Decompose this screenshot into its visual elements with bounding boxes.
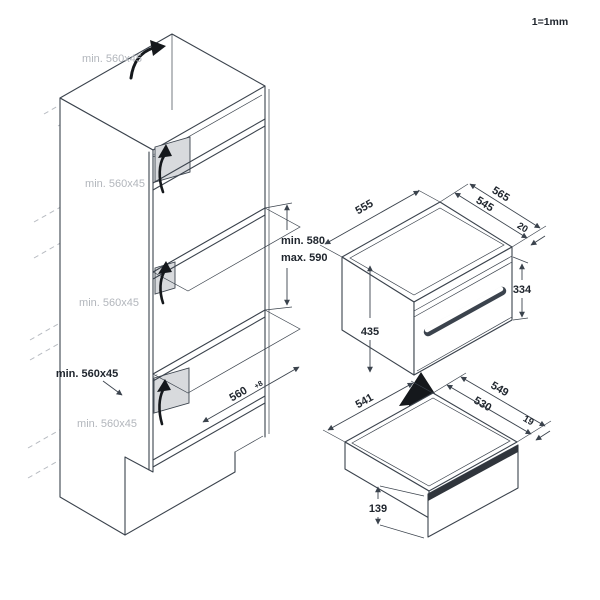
niche-width-dimension: 560 +8 bbox=[202, 366, 300, 423]
oven-frame-depth-label: 20 bbox=[515, 220, 530, 235]
oven-height-label: 435 bbox=[361, 326, 379, 338]
vent-arrowhead-middle-icon bbox=[158, 261, 172, 274]
drawer-depth-label: 541 bbox=[354, 392, 376, 411]
measuring-plane-oven-niche bbox=[152, 207, 301, 292]
oven-handle-highlight bbox=[424, 286, 504, 333]
measuring-plane-drawer-niche bbox=[152, 309, 301, 394]
oven-control-band-line1 bbox=[413, 255, 513, 312]
cabinet-diagram: min. 560x45 min. 560x45 min. 560x45 min.… bbox=[27, 33, 327, 536]
cabinet-side-panel bbox=[59, 97, 154, 536]
oven-control-band-line2 bbox=[413, 261, 513, 318]
niche-height-dimension: min. 580 max. 590 bbox=[264, 202, 327, 311]
drawer-front-height-dimension: 139 bbox=[369, 485, 425, 539]
airflow-arrows bbox=[129, 40, 172, 426]
oven-door-height-label: 334 bbox=[513, 284, 532, 296]
vent-channel-label-dark: min. 560x45 bbox=[56, 368, 118, 380]
drawer-frame-depth-label: 19 bbox=[521, 413, 536, 428]
niche-height-min-label: min. 580 bbox=[281, 235, 325, 247]
vent-channel-label-upper: min. 560x45 bbox=[85, 178, 145, 190]
drawer-overall-width-label: 549 bbox=[489, 380, 511, 400]
vent-label-leader bbox=[102, 380, 123, 396]
cabinet-plinth bbox=[124, 435, 264, 536]
drawer-front-rail bbox=[428, 445, 518, 501]
oven-depth-label: 555 bbox=[354, 198, 376, 218]
oven-diagram: 555 545 565 20 334 435 bbox=[319, 183, 547, 376]
vent-arrow-middle-icon bbox=[159, 270, 166, 305]
oven-height-dimension: 435 bbox=[361, 265, 379, 373]
niche-height-max-label: max. 590 bbox=[281, 252, 327, 264]
scale-note: 1=1mm bbox=[532, 16, 568, 28]
vent-channel-label-middle: min. 560x45 bbox=[79, 297, 139, 309]
drawer-diagram: 541 530 549 19 139 bbox=[322, 372, 552, 539]
top-airflow-arrow-icon bbox=[129, 46, 155, 80]
oven-door-bottom-line bbox=[416, 316, 513, 372]
vent-arrow-bottom-icon bbox=[158, 388, 165, 426]
drawer-front-height-label: 139 bbox=[369, 503, 387, 515]
top-airflow-arrowhead-icon bbox=[150, 40, 166, 56]
niche-width-tolerance: +8 bbox=[253, 379, 265, 391]
vent-arrowhead-top-icon bbox=[158, 144, 172, 158]
vent-channel-label-lower: min. 560x45 bbox=[77, 418, 137, 430]
niche-width-label: 560 bbox=[228, 385, 250, 405]
drawer-width-label: 530 bbox=[472, 395, 494, 415]
oven-door-height-dimension: 334 bbox=[513, 256, 532, 321]
vent-channel-label-top: min. 560x45 bbox=[82, 53, 142, 65]
vent-arrowhead-bottom-icon bbox=[157, 379, 171, 392]
vent-arrow-top-icon bbox=[158, 154, 166, 194]
